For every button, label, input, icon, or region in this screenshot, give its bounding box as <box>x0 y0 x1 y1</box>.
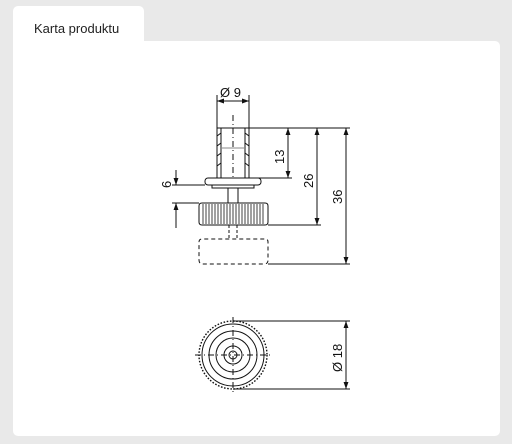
dimension-height-to-base: 26 <box>268 127 321 226</box>
product-card-tab[interactable]: Karta produktu <box>13 6 144 46</box>
dimension-shaft-length: 13 <box>249 127 292 179</box>
dimension-label: Ø 18 <box>330 344 345 372</box>
knurled-cap <box>198 202 269 238</box>
dimension-label: 36 <box>330 190 345 204</box>
bottom-view: Ø 18 <box>195 317 350 393</box>
dimension-cap-diameter: Ø 18 <box>233 320 350 390</box>
flange-part <box>204 177 262 203</box>
dimension-label: Ø 9 <box>220 85 241 100</box>
side-view: Ø 9 13 26 36 6 <box>159 85 350 265</box>
shaft-part <box>216 115 250 179</box>
tab-label: Karta produktu <box>34 21 120 36</box>
dimension-overall-height: 36 <box>268 127 350 265</box>
dimension-label: 13 <box>272 150 287 164</box>
dimension-cap-height: 6 <box>159 170 205 228</box>
dimension-shaft-diameter: Ø 9 <box>216 85 250 128</box>
dimension-label: 6 <box>159 181 174 188</box>
dimension-label: 26 <box>301 174 316 188</box>
extended-position-outline <box>198 238 269 265</box>
